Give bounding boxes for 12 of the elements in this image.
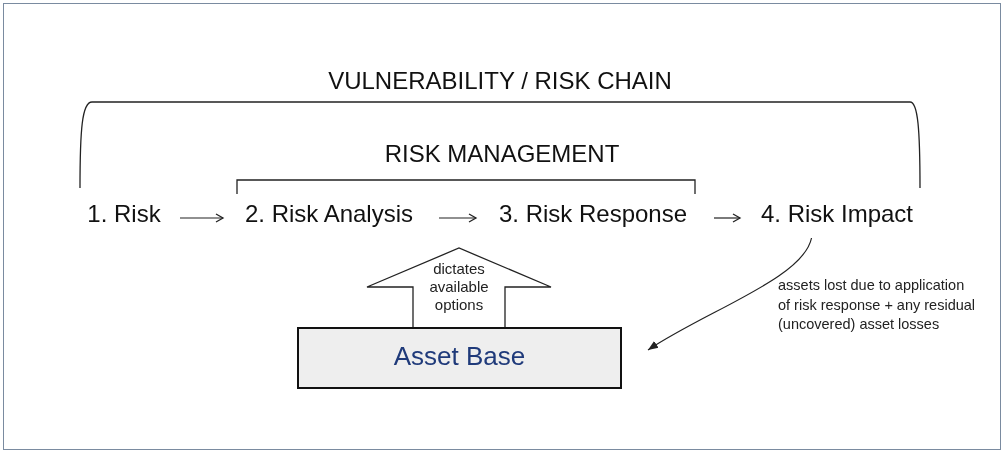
step-label: 4. Risk Impact xyxy=(746,200,928,234)
step-label: 1. Risk xyxy=(78,200,170,234)
asset-box: Asset Base xyxy=(297,327,622,389)
arrow xyxy=(179,213,224,223)
bracket-label: RISK MANAGEMENT xyxy=(383,140,621,168)
arrow xyxy=(647,237,813,351)
bracket-label: VULNERABILITY / RISK CHAIN xyxy=(327,67,673,95)
step-label: 3. Risk Response xyxy=(482,200,704,234)
arrow xyxy=(713,213,741,223)
edge-label: assets lost due to application of risk response + any residual (uncovered) asset losses xyxy=(778,276,977,334)
step-label: 2. Risk Analysis xyxy=(229,200,429,234)
arrow xyxy=(438,213,477,223)
